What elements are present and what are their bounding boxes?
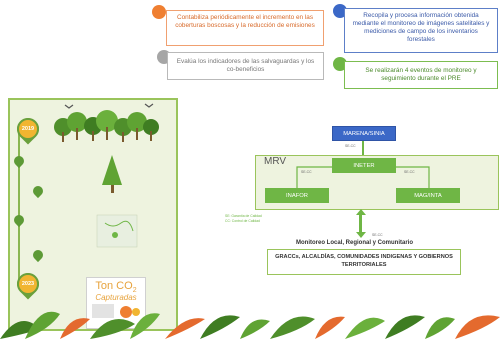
forest-illustration: [54, 103, 159, 248]
tree-cluster-icon: [54, 110, 159, 142]
orange-bullet-icon: [152, 5, 166, 19]
foliage-decoration: [0, 311, 500, 339]
bird-icon: [64, 104, 74, 109]
chart-thumbnail-icon: [92, 304, 140, 319]
callout-safeguards: Evalúa los indicadores de las salvaguard…: [167, 52, 324, 80]
callout-accounting: Contabiliza periódicamente el incremento…: [166, 10, 324, 46]
connector-label: SE-CC: [404, 170, 415, 174]
monitoring-title: Monitoreo Local, Regional y Comunitario: [296, 240, 414, 246]
satellite-map-icon: [96, 214, 138, 248]
connector-label: SE-CC: [345, 144, 356, 148]
bidirectional-arrow: [359, 213, 362, 233]
year-end-label: 2023: [17, 273, 39, 295]
communities-box: GRACCs, ALCALDÍAS, COMUNIDADES INDIGENAS…: [267, 249, 461, 275]
ton-co2-title: Ton CO2: [95, 280, 137, 295]
year-start-label: 2019: [17, 118, 39, 140]
inafor-box: INAFOR: [265, 188, 329, 203]
callout-data-processing: Recopila y procesa información obtenida …: [344, 8, 498, 53]
connector-line: [362, 141, 364, 158]
leaf-icon: [0, 311, 500, 339]
blue-bullet-icon: [333, 4, 347, 18]
ineter-box: INETER: [332, 158, 396, 173]
bird-icon: [144, 103, 154, 108]
mrv-label: MRV: [264, 156, 287, 167]
quality-legend: SE: Garantía de Calidad CC: Control de C…: [225, 214, 262, 224]
mrv-connectors: [296, 166, 430, 188]
marena-sinia-box: MARENA/SINIA: [332, 126, 396, 141]
green-bullet-icon: [333, 57, 347, 71]
mag-inta-box: MAG/INTA: [396, 188, 460, 203]
connector-label: SE-CC: [372, 233, 383, 237]
arrow-down-icon: [355, 232, 366, 238]
arrow-up-icon: [355, 209, 366, 215]
timeline-line: [18, 133, 20, 283]
callout-monitoring-events: Se realizarán 4 eventos de monitoreo y s…: [344, 61, 498, 89]
single-tree-icon: [102, 155, 122, 193]
connector-label: SE-CC: [301, 170, 312, 174]
ton-co2-subtitle: Capturadas: [95, 293, 137, 303]
